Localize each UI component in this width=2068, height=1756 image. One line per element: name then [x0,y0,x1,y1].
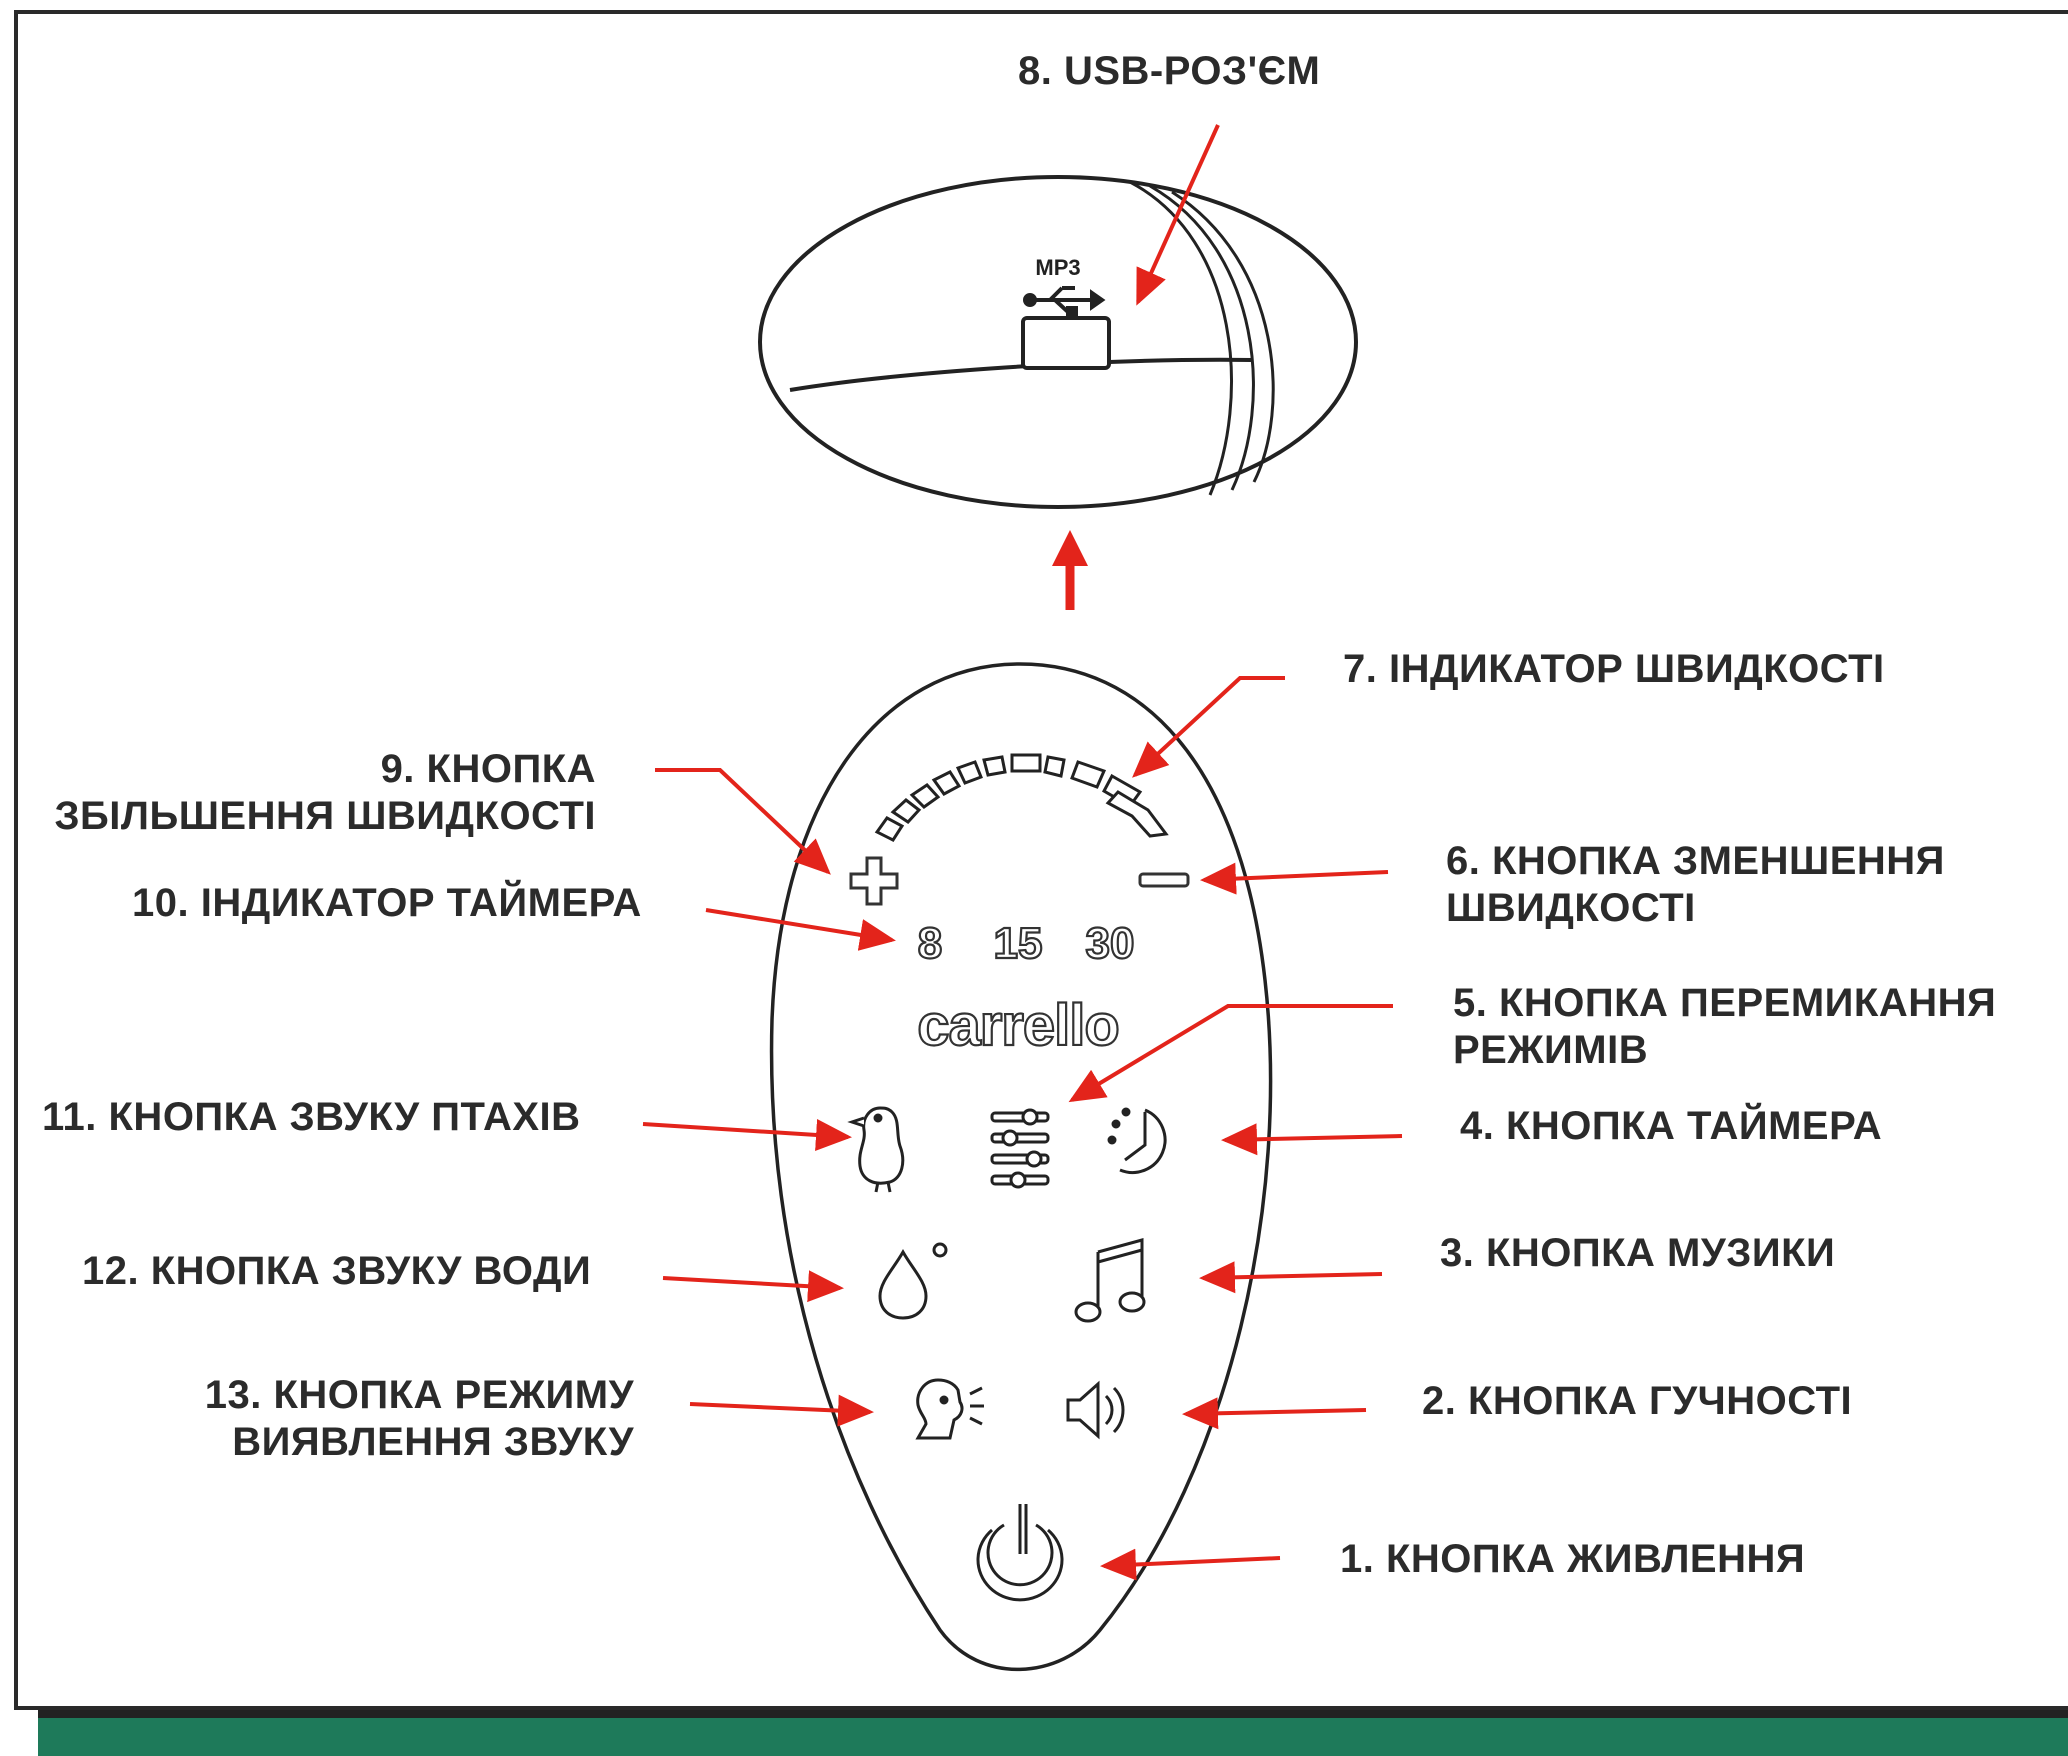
speaker-icon [1066,1380,1125,1440]
label-mode-switch-line2: РЕЖИМІВ [1453,1028,1649,1072]
frame-bottom-line [38,1710,2068,1718]
label-music: 3. КНОПКА МУЗИКИ [1440,1231,1836,1275]
arrow-music [1199,1261,1383,1294]
music-note-icon [1074,1238,1146,1323]
label-power: 1. КНОПКА ЖИВЛЕННЯ [1340,1537,1806,1581]
label-volume: 2. КНОПКА ГУЧНОСТІ [1422,1379,1853,1423]
frame-accent-bar [38,1718,2068,1756]
usb-port-slot [1021,316,1111,370]
arrow-power [1100,1548,1281,1581]
arrow-speed-up [655,768,831,875]
label-sound-detection: 13. КНОПКА РЕЖИМУ ВИЯВЛЕННЯ ЗВУКУ [205,1372,634,1466]
mp3-port-label: MP3 [1035,255,1080,280]
arrow-sound-detection [689,1394,874,1427]
label-speed-down-line2: ШВИДКОСТІ [1446,886,1696,930]
label-speed-up-line1: 9. КНОПКА [380,747,596,791]
arrow-mode-switch [1068,1004,1393,1103]
sound-detection-icon [915,1378,984,1440]
brand-logo: carrello [917,993,1119,1058]
label-sound-detection-line1: 13. КНОПКА РЕЖИМУ [204,1373,634,1417]
arrow-timer [1221,1123,1403,1156]
label-usb-port: 8. USB-РОЗ'ЄМ [1018,49,1321,93]
timer-value-30: 30 [1086,919,1135,968]
device-top-view [758,175,1358,509]
clock-icon [1107,1107,1167,1174]
arrow-volume [1182,1397,1367,1430]
up-arrow-icon [1052,530,1088,610]
usb-symbol-icon [1023,286,1106,318]
arrow-usb [1136,124,1220,306]
sliders-icon [990,1108,1050,1189]
callout-arrows [642,124,1403,1581]
label-speed-indicator: 7. ІНДИКАТОР ШВИДКОСТІ [1343,647,1885,691]
water-drop-icon [878,1242,948,1320]
label-speed-up: 9. КНОПКА ЗБІЛЬШЕННЯ ШВИДКОСТІ [54,746,596,840]
label-mode-switch: 5. КНОПКА ПЕРЕМИКАННЯ РЕЖИМІВ [1453,980,1996,1074]
label-mode-switch-line1: 5. КНОПКА ПЕРЕМИКАННЯ [1453,981,1997,1025]
arrow-timer-indicator [705,908,896,951]
plus-icon [849,856,899,906]
minus-icon [1138,872,1190,888]
arrow-speed-indicator [1132,676,1285,778]
label-speed-up-line2: ЗБІЛЬШЕННЯ ШВИДКОСТІ [54,794,596,838]
bird-icon [847,1106,905,1193]
arrow-speed-down [1200,862,1389,895]
timer-value-8: 8 [918,919,942,968]
label-sound-detection-line2: ВИЯВЛЕННЯ ЗВУКУ [232,1420,634,1464]
timer-value-15: 15 [994,919,1043,968]
arrow-water [662,1270,844,1303]
power-icon [976,1504,1064,1602]
label-birds: 11. КНОПКА ЗВУКУ ПТАХІВ [42,1095,581,1139]
arrow-birds [642,1119,852,1151]
speed-indicator-arc [1105,790,1169,838]
device-front-panel [769,662,1273,1672]
label-speed-down: 6. КНОПКА ЗМЕНШЕННЯ ШВИДКОСТІ [1446,838,1945,932]
label-timer-button: 4. КНОПКА ТАЙМЕРА [1460,1104,1883,1148]
label-water: 12. КНОПКА ЗВУКУ ВОДИ [82,1249,592,1293]
label-speed-down-line1: 6. КНОПКА ЗМЕНШЕННЯ [1446,839,1945,883]
label-timer-indicator: 10. ІНДИКАТОР ТАЙМЕРА [132,881,642,925]
